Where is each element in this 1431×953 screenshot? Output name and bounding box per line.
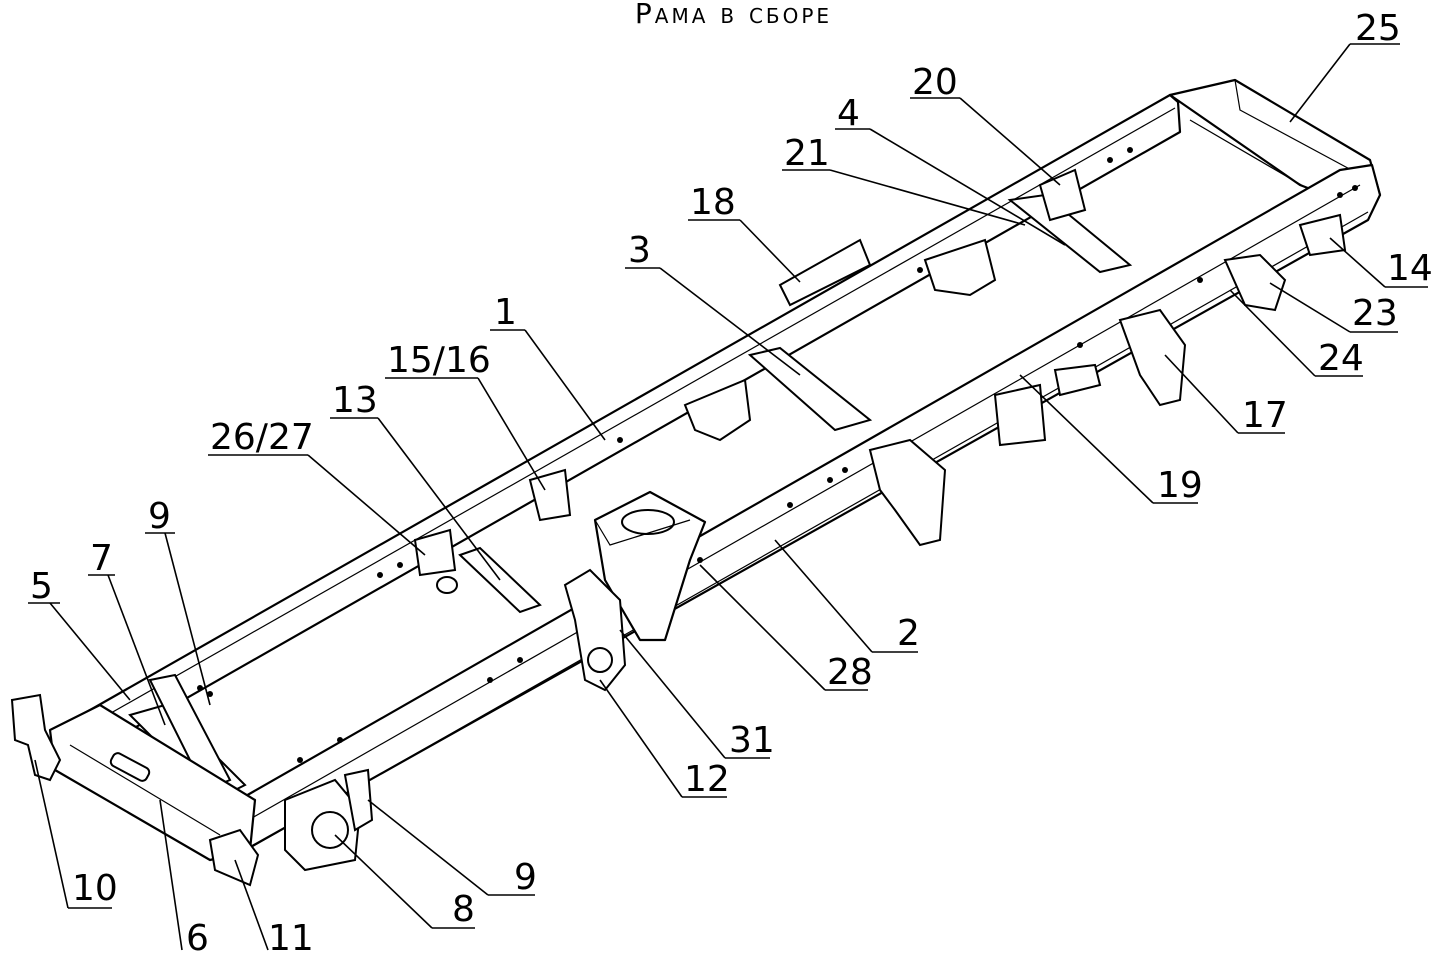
callout-5: 5 bbox=[28, 566, 131, 701]
callout-21: 21 bbox=[782, 133, 1026, 226]
right-side-rail bbox=[226, 163, 1382, 852]
callout-label: 6 bbox=[186, 918, 209, 953]
callout-label: 14 bbox=[1387, 248, 1431, 289]
callout-2: 2 bbox=[774, 539, 920, 654]
callout-20: 20 bbox=[910, 62, 1061, 186]
callout-label: 17 bbox=[1242, 395, 1288, 436]
callout-14: 14 bbox=[1329, 237, 1431, 289]
callout-9-bottom: 9 bbox=[367, 799, 537, 898]
callout-label: 10 bbox=[72, 868, 118, 909]
callout-label: 26/27 bbox=[210, 417, 314, 458]
callout-label: 11 bbox=[268, 918, 314, 953]
callout-9-top: 9 bbox=[145, 496, 211, 706]
callout-23: 23 bbox=[1269, 282, 1398, 334]
left-rail-mounts bbox=[413, 168, 1347, 594]
callout-label: 24 bbox=[1318, 338, 1364, 379]
callout-label: 18 bbox=[690, 182, 736, 223]
callout-label: 15/16 bbox=[387, 340, 491, 381]
frame-drawing bbox=[10, 78, 1382, 887]
callout-label: 28 bbox=[827, 652, 873, 693]
callout-13: 13 bbox=[330, 380, 501, 581]
callout-8: 8 bbox=[334, 834, 475, 930]
callout-label: 1 bbox=[494, 292, 517, 333]
callout-label: 9 bbox=[514, 857, 537, 898]
diagram-title: Рама в сборе bbox=[634, 0, 833, 30]
front-brackets bbox=[10, 693, 260, 887]
callout-label: 20 bbox=[912, 62, 958, 103]
callout-24: 24 bbox=[1229, 289, 1364, 379]
callout-11: 11 bbox=[234, 859, 314, 953]
callout-31: 31 bbox=[619, 629, 775, 761]
callout-15-16: 15/16 bbox=[385, 340, 546, 491]
bolt-holes bbox=[197, 147, 1358, 763]
callout-19: 19 bbox=[1019, 374, 1203, 506]
callout-label: 9 bbox=[148, 496, 171, 537]
callout-26-27: 26/27 bbox=[208, 417, 426, 556]
callouts: 25 20 4 21 18 3 bbox=[28, 8, 1431, 953]
callout-1: 1 bbox=[490, 292, 606, 441]
callout-label: 25 bbox=[1355, 8, 1401, 49]
callout-17: 17 bbox=[1164, 354, 1288, 436]
callout-12: 12 bbox=[599, 679, 730, 800]
callout-label: 13 bbox=[332, 380, 378, 421]
callout-4: 4 bbox=[835, 93, 1066, 246]
callout-label: 5 bbox=[30, 566, 53, 607]
callout-label: 19 bbox=[1157, 465, 1203, 506]
callout-3: 3 bbox=[625, 230, 801, 376]
callout-label: 23 bbox=[1352, 293, 1398, 334]
callout-25: 25 bbox=[1289, 8, 1401, 123]
middle-spring-bracket bbox=[563, 568, 627, 692]
callout-label: 7 bbox=[90, 538, 113, 579]
callout-label: 4 bbox=[837, 93, 860, 134]
rear-spring-brackets bbox=[868, 253, 1287, 547]
callout-label: 31 bbox=[729, 720, 775, 761]
callout-label: 3 bbox=[628, 230, 651, 271]
callout-6: 6 bbox=[159, 799, 209, 953]
callout-label: 8 bbox=[452, 889, 475, 930]
callout-18: 18 bbox=[688, 182, 801, 283]
callout-28: 28 bbox=[699, 564, 873, 693]
callout-7: 7 bbox=[88, 538, 166, 726]
callout-10: 10 bbox=[34, 759, 118, 909]
callout-label: 12 bbox=[684, 759, 730, 800]
callout-label: 2 bbox=[897, 613, 920, 654]
callout-label: 21 bbox=[784, 133, 830, 174]
